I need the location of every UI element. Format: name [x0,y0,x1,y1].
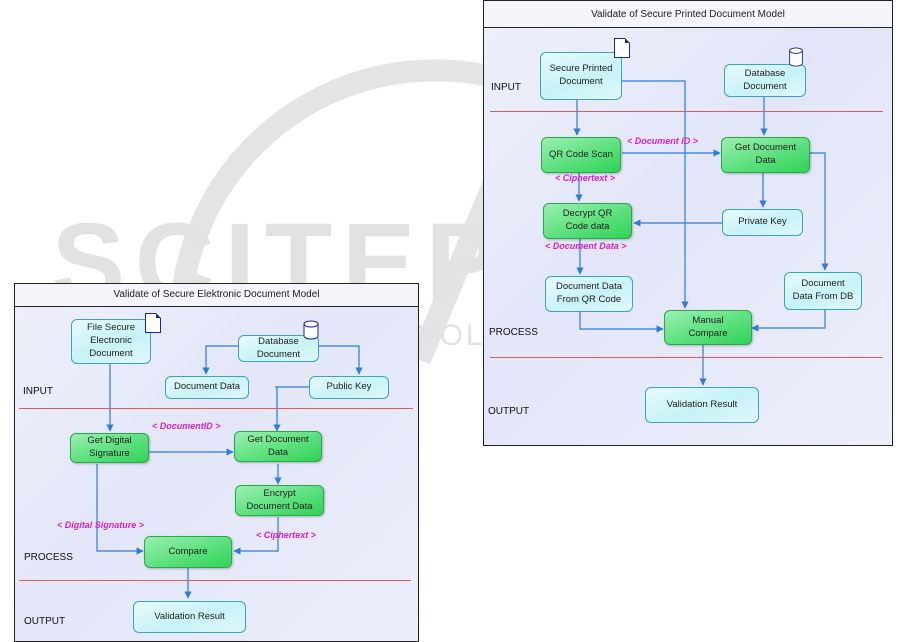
lane-label-input: INPUT [23,386,53,397]
lane-label-process: PROCESS [489,327,538,338]
edge-dbdata-to-manualcompare [751,309,826,332]
lane-label-output: OUTPUT [488,406,530,417]
lane-divider-process-output [19,580,411,581]
edge-label-ciphertext: < Ciphertext > [555,173,616,183]
node-qr-code-scan[interactable]: QR Code Scan [541,137,621,173]
node-get-digital-signature[interactable]: Get Digital Signature [70,433,149,463]
node-compare[interactable]: Compare [144,536,232,568]
node-secure-printed-document[interactable]: Secure Printed Document [540,52,622,100]
node-document-data-from-qr-code[interactable]: Document Data From QR Code [545,276,633,312]
edge-printed-to-manualcompare [622,80,689,309]
lane-label-output: OUTPUT [24,616,66,627]
edge-db-to-docdata [202,345,238,375]
printed-model-title: Validate of Secure Printed Document Mode… [484,1,892,28]
electronic-model-diagram: Validate of Secure Elektronic Document M… [14,283,419,642]
node-get-document-data[interactable]: Get Document Data [721,137,810,173]
lane-divider-process-output [490,357,883,358]
node-validation-result[interactable]: Validation Result [133,601,246,633]
node-get-document-data[interactable]: Get Document Data [234,431,322,462]
node-private-key[interactable]: Private Key [722,209,803,236]
edge-label-digital-signature: < Digital Signature > [57,520,145,530]
node-file-secure-electronic-document[interactable]: File Secure Electronic Document [71,319,151,364]
lane-label-input: INPUT [491,82,521,93]
edge-label-document-data: < Document Data > [545,241,627,251]
database-icon [789,47,803,67]
node-encrypt-document-data[interactable]: Encrypt Document Data [235,485,324,516]
printed-model-diagram: Validate of Secure Printed Document Mode… [483,0,893,446]
edge-db-to-publickey [319,345,363,375]
node-document-data-from-db[interactable]: Document Data From DB [784,272,862,310]
edge-signature-to-compare [96,464,144,555]
node-public-key[interactable]: Public Key [309,376,389,399]
edge-label-document-id: < Document ID > [627,136,699,146]
edge-getdocdata-to-dbdata [809,152,829,271]
node-document-data[interactable]: Document Data [165,376,249,399]
lane-label-process: PROCESS [24,552,73,563]
edge-encrypt-to-compare [233,517,279,555]
document-icon [614,38,630,58]
node-database-document[interactable]: Database Document [724,64,806,97]
node-decrypt-qr-code-data[interactable]: Decrypt QR Code data [543,203,632,239]
edge-label-ciphertext: < Ciphertext > [256,530,317,540]
edge-label-document-id: < DocumentID > [152,421,221,431]
lane-divider-input-process [490,111,883,112]
edge-qrdata-to-manualcompare [579,310,664,333]
document-icon [145,313,161,333]
lane-divider-input-process [19,408,413,409]
database-icon [303,320,319,340]
node-manual-compare[interactable]: Manual Compare [664,310,752,345]
node-validation-result[interactable]: Validation Result [645,387,759,423]
